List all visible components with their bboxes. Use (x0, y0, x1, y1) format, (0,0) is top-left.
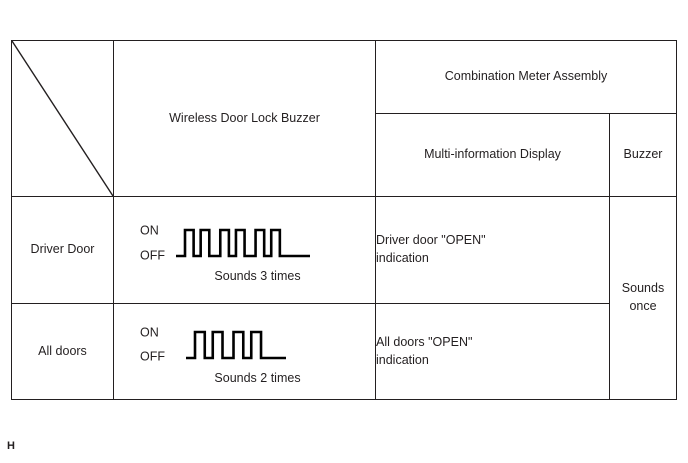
row-display-indication-all-doors: All doors "OPEN"indication (375, 303, 610, 400)
corner-marker-letter: H (7, 440, 15, 452)
waveform-cell-driver-door: ON OFF Sounds 3 times (113, 196, 376, 304)
header-buzzer: Buzzer (608, 113, 678, 197)
diagonal-slash-icon (12, 41, 113, 196)
header-wireless-door-lock-buzzer: Wireless Door Lock Buzzer (113, 40, 376, 197)
row-condition-driver-door: Driver Door (11, 196, 114, 304)
waveform-on-label: ON (140, 223, 159, 238)
table-header-row-secondary: Multi-information Display Buzzer (12, 113, 678, 197)
door-lock-buzzer-spec-table: Wireless Door Lock Buzzer Combination Me… (11, 40, 678, 400)
waveform-graph-all-doors (186, 330, 286, 359)
waveform-on-label: ON (140, 325, 159, 339)
waveform-off-label: OFF (140, 349, 165, 364)
corner-diagonal-cell (11, 40, 114, 197)
waveform-cell-all-doors: ON OFF Sounds 2 times (113, 303, 376, 400)
row-condition-all-doors: All doors (11, 303, 114, 400)
waveform-caption-all-doors: Sounds 2 times (214, 370, 301, 385)
waveform-graph-driver-door (176, 228, 310, 258)
waveform-axis-labels: ON OFF (140, 223, 165, 262)
header-multi-information-display: Multi-information Display (375, 113, 610, 197)
indication-text: Driver door "OPEN"indication (376, 233, 486, 265)
header-combination-meter-assembly: Combination Meter Assembly (374, 40, 678, 114)
row-display-indication-driver-door: Driver door "OPEN"indication (375, 196, 610, 304)
waveform-axis-labels: ON OFF (140, 326, 165, 363)
indication-text: All doors "OPEN"indication (376, 334, 473, 367)
table-header-row-primary: Wireless Door Lock Buzzer Combination Me… (11, 40, 678, 197)
waveform-off-label: OFF (140, 248, 165, 262)
table-row: All doors ON OFF Sounds 2 times All door… (11, 303, 677, 400)
waveform-caption-driver-door: Sounds 3 times (214, 269, 301, 284)
buzzer-value-cell: Sounds once (608, 196, 678, 400)
table-row: Driver Door ON OFF Sounds 3 times Driver… (11, 196, 678, 400)
